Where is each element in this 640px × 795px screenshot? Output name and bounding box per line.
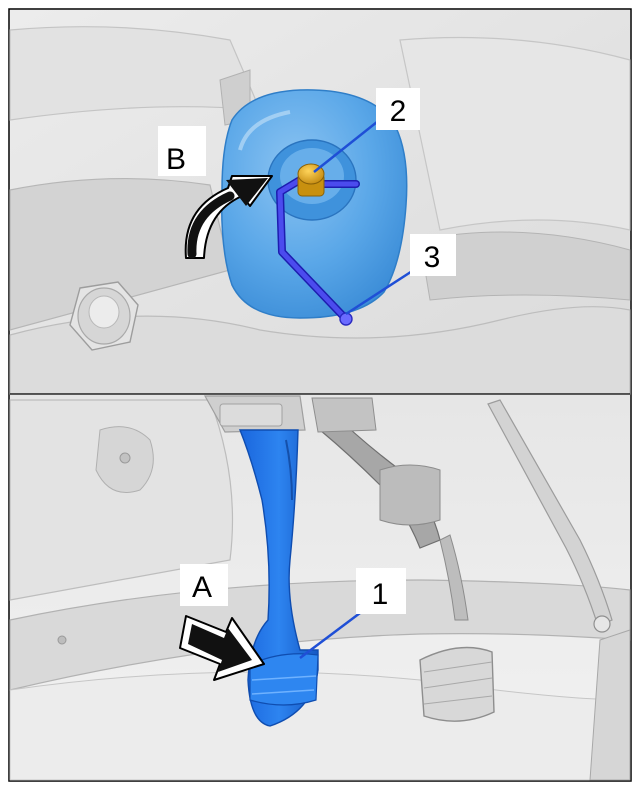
callout-label-1: 1 [372, 578, 389, 611]
brake-pedal-pad [419, 646, 495, 722]
callout-box-b [158, 126, 206, 176]
lower-panel: 1 A [9, 395, 631, 781]
beam-bolt [57, 635, 67, 645]
upper-right-panel [399, 36, 631, 231]
straight-arrow-icon [179, 615, 265, 681]
accelerator-pedal [379, 399, 613, 633]
pedal-pivot [219, 403, 283, 427]
clutch-pedal [238, 429, 319, 727]
leader-line-2 [313, 117, 383, 173]
reservoir-cap [297, 163, 325, 197]
callout-label-3: 3 [424, 241, 441, 274]
callout-label-a: A [192, 571, 212, 604]
curved-arrow-icon [184, 175, 273, 259]
callout-label-2: 2 [390, 95, 407, 128]
callout-box-a [180, 564, 228, 606]
hex-bolt [69, 281, 139, 351]
callout-box-3 [410, 234, 456, 276]
leader-line-3 [345, 264, 421, 316]
right-side-panel [589, 629, 631, 781]
upper-right-rib [419, 231, 631, 301]
wall-bolt [119, 452, 131, 464]
upper-panel: 2 3 B [9, 10, 631, 395]
callout-box-1 [356, 568, 406, 614]
pedal-bracket [379, 464, 441, 526]
callout-label-b: B [166, 143, 186, 176]
callout-box-2 [376, 88, 420, 130]
